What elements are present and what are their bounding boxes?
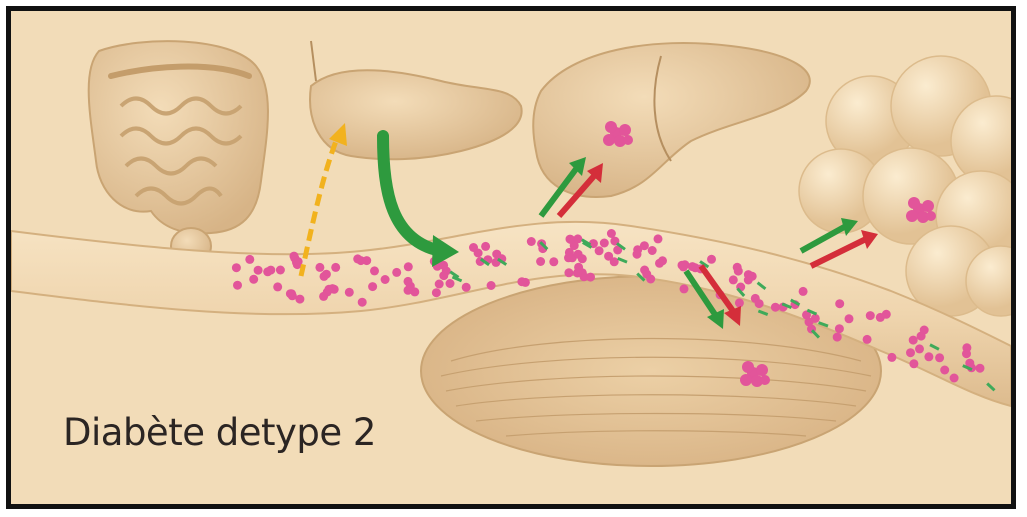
glucose-dot	[249, 275, 258, 284]
glucose-dot	[345, 288, 354, 297]
glucose-dot	[640, 241, 649, 250]
glucose-dot	[915, 344, 924, 353]
glucose-dot	[381, 275, 390, 284]
glucose-dot	[474, 249, 483, 258]
glucose-dot	[487, 281, 496, 290]
glucose-dot	[370, 266, 379, 275]
glucose-dot	[976, 364, 985, 373]
glucose-dot	[863, 335, 872, 344]
glucose-dot	[233, 281, 242, 290]
glucose-dot	[835, 299, 844, 308]
glucose-dot	[600, 239, 609, 248]
glucose-dot	[564, 268, 573, 277]
glucose-dot	[646, 275, 655, 284]
glucose-dot	[679, 262, 688, 271]
glucose-dot	[358, 298, 367, 307]
glucose-dot	[655, 259, 664, 268]
glucose-dot	[648, 246, 657, 255]
glucose-dot	[232, 263, 241, 272]
glucose-dot	[735, 298, 744, 307]
glucose-dot	[276, 266, 285, 275]
glucose-dot	[315, 263, 324, 272]
glucose-dot	[799, 287, 808, 296]
glucose-dot	[586, 273, 595, 282]
glucose-dot	[462, 283, 471, 292]
glucose-dot	[610, 257, 619, 266]
glucose-dot	[527, 237, 536, 246]
glucose-dot	[517, 277, 526, 286]
glucose-dot	[392, 268, 401, 277]
glucose-dot	[845, 314, 854, 323]
glucose-dot	[273, 282, 282, 291]
glucose-dot	[962, 349, 971, 358]
glucose-dot	[432, 288, 441, 297]
illustration-frame: Diabète detype 2	[6, 6, 1016, 509]
glucose-dot	[566, 235, 575, 244]
glucose-dot	[368, 282, 377, 291]
glucose-dot	[578, 254, 587, 263]
intestine-icon	[89, 41, 268, 264]
glucose-dot	[748, 272, 757, 281]
glucose-dot	[404, 277, 413, 286]
glucose-dot	[940, 366, 949, 375]
glucose-dot	[734, 267, 743, 276]
glucose-dot	[404, 262, 413, 271]
glucose-dot	[607, 229, 616, 238]
glucose-dot	[595, 246, 604, 255]
glucose-dot	[755, 299, 764, 308]
glucose-dot	[328, 284, 337, 293]
glucose-dot	[680, 284, 689, 293]
glucose-dot	[935, 353, 944, 362]
glucose-dot	[446, 279, 455, 288]
glucose-dot	[565, 248, 574, 257]
glucose-dot	[331, 263, 340, 272]
glucose-dot	[654, 234, 663, 243]
glucose-dot	[245, 255, 254, 264]
glucose-dot	[688, 262, 697, 271]
glucose-dot	[866, 311, 875, 320]
glucose-dot	[887, 353, 896, 362]
glucose-dot	[707, 255, 716, 264]
glucose-dot	[492, 250, 501, 259]
glucose-dot	[920, 326, 929, 335]
glucose-dot	[835, 324, 844, 333]
glucose-dot	[909, 359, 918, 368]
glucose-dot	[924, 352, 933, 361]
glucose-dot	[549, 257, 558, 266]
glucose-dot	[833, 333, 842, 342]
diagram-caption: Diabète detype 2	[63, 411, 376, 454]
glucose-dot	[882, 310, 891, 319]
glucose-dot	[536, 257, 545, 266]
glucose-dot	[286, 289, 295, 298]
glucose-dot	[266, 266, 275, 275]
glucose-dot	[950, 374, 959, 383]
glucose-dot	[353, 254, 362, 263]
glucose-dot	[633, 250, 642, 259]
glucose-dot	[573, 269, 582, 278]
glucose-dot	[435, 280, 444, 289]
glucose-dot	[909, 336, 918, 345]
glucose-dot	[439, 271, 448, 280]
glucose-dot	[319, 292, 328, 301]
glucose-dot	[771, 303, 780, 312]
glucose-dot	[295, 295, 304, 304]
glucose-dot	[254, 266, 263, 275]
glucose-dot	[906, 348, 915, 357]
glucose-dot	[322, 270, 331, 279]
glucose-dot	[481, 242, 490, 251]
glucose-dot	[729, 275, 738, 284]
